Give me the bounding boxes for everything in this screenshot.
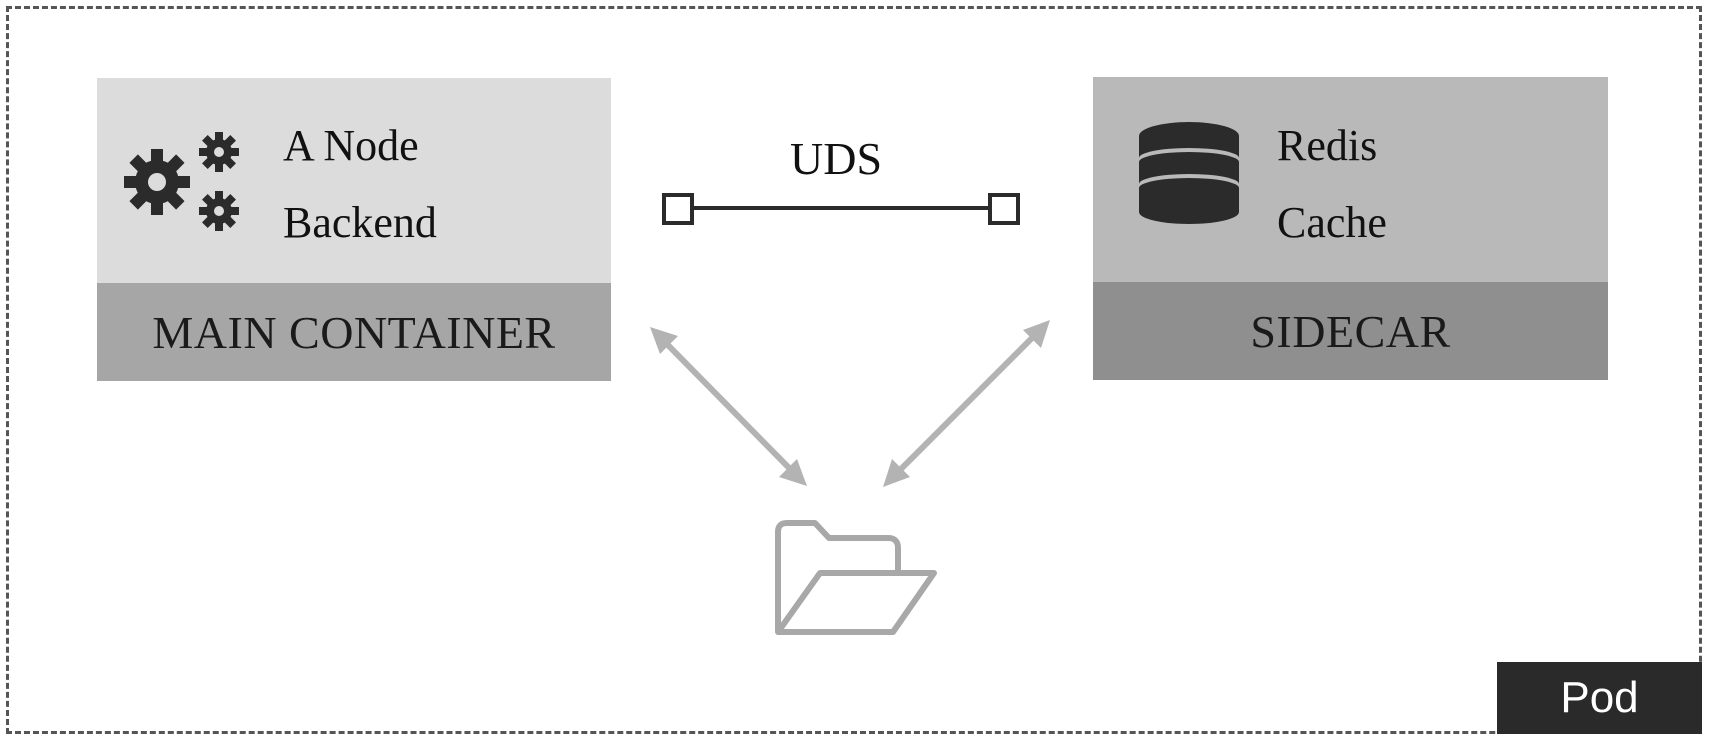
main-container-title-line1: A Node bbox=[283, 121, 419, 170]
main-container-box: MAIN CONTAINER bbox=[97, 78, 611, 381]
sidecar-box: SIDECAR bbox=[1093, 77, 1608, 380]
sidecar-title-line2: Cache bbox=[1277, 198, 1387, 247]
pod-boundary bbox=[6, 6, 1702, 734]
database-icon bbox=[1139, 122, 1239, 224]
sidecar-to-volume-arrow bbox=[883, 320, 1050, 487]
main-to-volume-arrow bbox=[650, 327, 807, 486]
main-container-title-line2: Backend bbox=[283, 198, 437, 247]
open-folder-icon bbox=[775, 520, 937, 635]
uds-label: UDS bbox=[790, 133, 883, 184]
gears-icon bbox=[124, 132, 239, 231]
main-container-label: MAIN CONTAINER bbox=[97, 283, 611, 381]
uds-connector bbox=[662, 193, 1020, 225]
pod-label: Pod bbox=[1497, 662, 1702, 734]
uds-endpoint-left bbox=[662, 193, 694, 225]
sidecar-label: SIDECAR bbox=[1093, 282, 1608, 380]
uds-endpoint-right bbox=[988, 193, 1020, 225]
sidecar-title-line1: Redis bbox=[1277, 121, 1378, 170]
